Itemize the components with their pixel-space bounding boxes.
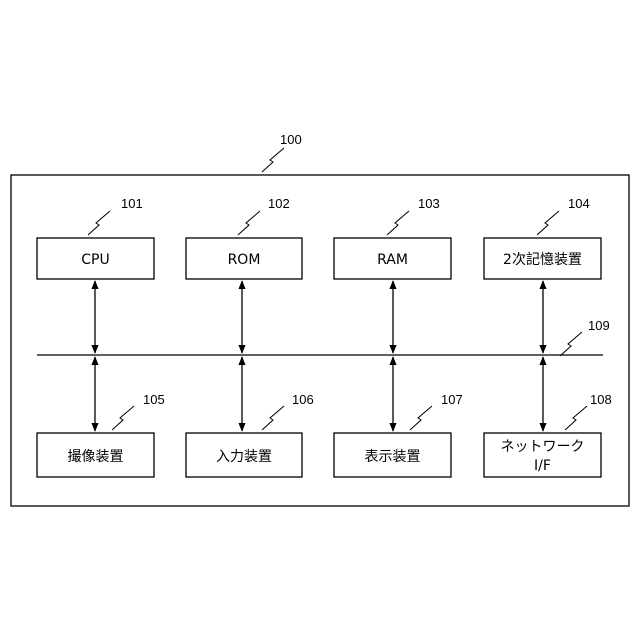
secondary-storage-ref-label: 104	[568, 196, 590, 211]
bus-ref-leader	[560, 332, 582, 356]
component-imaging-device: 撮像装置 105	[37, 392, 165, 477]
imaging-device-ref-label: 105	[143, 392, 165, 407]
network-if-ref-label: 108	[590, 392, 612, 407]
imaging-device-ref-leader	[112, 406, 134, 430]
rom-ref-label: 102	[268, 196, 290, 211]
component-rom: ROM 102	[186, 196, 302, 279]
component-ram: RAM 103	[334, 196, 451, 279]
secondary-storage-label: 2次記憶装置	[503, 251, 582, 268]
component-input-device: 入力装置 106	[186, 392, 314, 477]
system-ref-label: 100	[280, 132, 302, 147]
component-network-if: ネットワーク I/F 108	[484, 392, 612, 477]
component-display-device: 表示装置 107	[334, 392, 463, 477]
ram-label: RAM	[377, 252, 408, 268]
input-device-ref-leader	[262, 406, 284, 430]
display-device-ref-leader	[410, 406, 432, 430]
network-if-label-line2: I/F	[534, 458, 551, 474]
system-ref-leader	[262, 148, 284, 172]
display-device-label: 表示装置	[365, 449, 421, 465]
component-secondary-storage: 2次記憶装置 104	[484, 196, 601, 279]
rom-label: ROM	[228, 252, 261, 268]
secondary-storage-ref-leader	[537, 211, 559, 235]
rom-ref-leader	[238, 211, 260, 235]
input-device-label: 入力装置	[216, 449, 272, 465]
cpu-ref-leader	[88, 211, 110, 235]
cpu-label: CPU	[81, 252, 109, 268]
imaging-device-label: 撮像装置	[68, 448, 124, 465]
ram-ref-label: 103	[418, 196, 440, 211]
bus-ref-label: 109	[588, 318, 610, 333]
input-device-ref-label: 106	[292, 392, 314, 407]
display-device-ref-label: 107	[441, 392, 463, 407]
network-if-label: ネットワーク	[501, 439, 585, 455]
ram-ref-leader	[387, 211, 409, 235]
component-cpu: CPU 101	[37, 196, 154, 279]
network-if-ref-leader	[565, 406, 587, 430]
cpu-ref-label: 101	[121, 196, 143, 211]
